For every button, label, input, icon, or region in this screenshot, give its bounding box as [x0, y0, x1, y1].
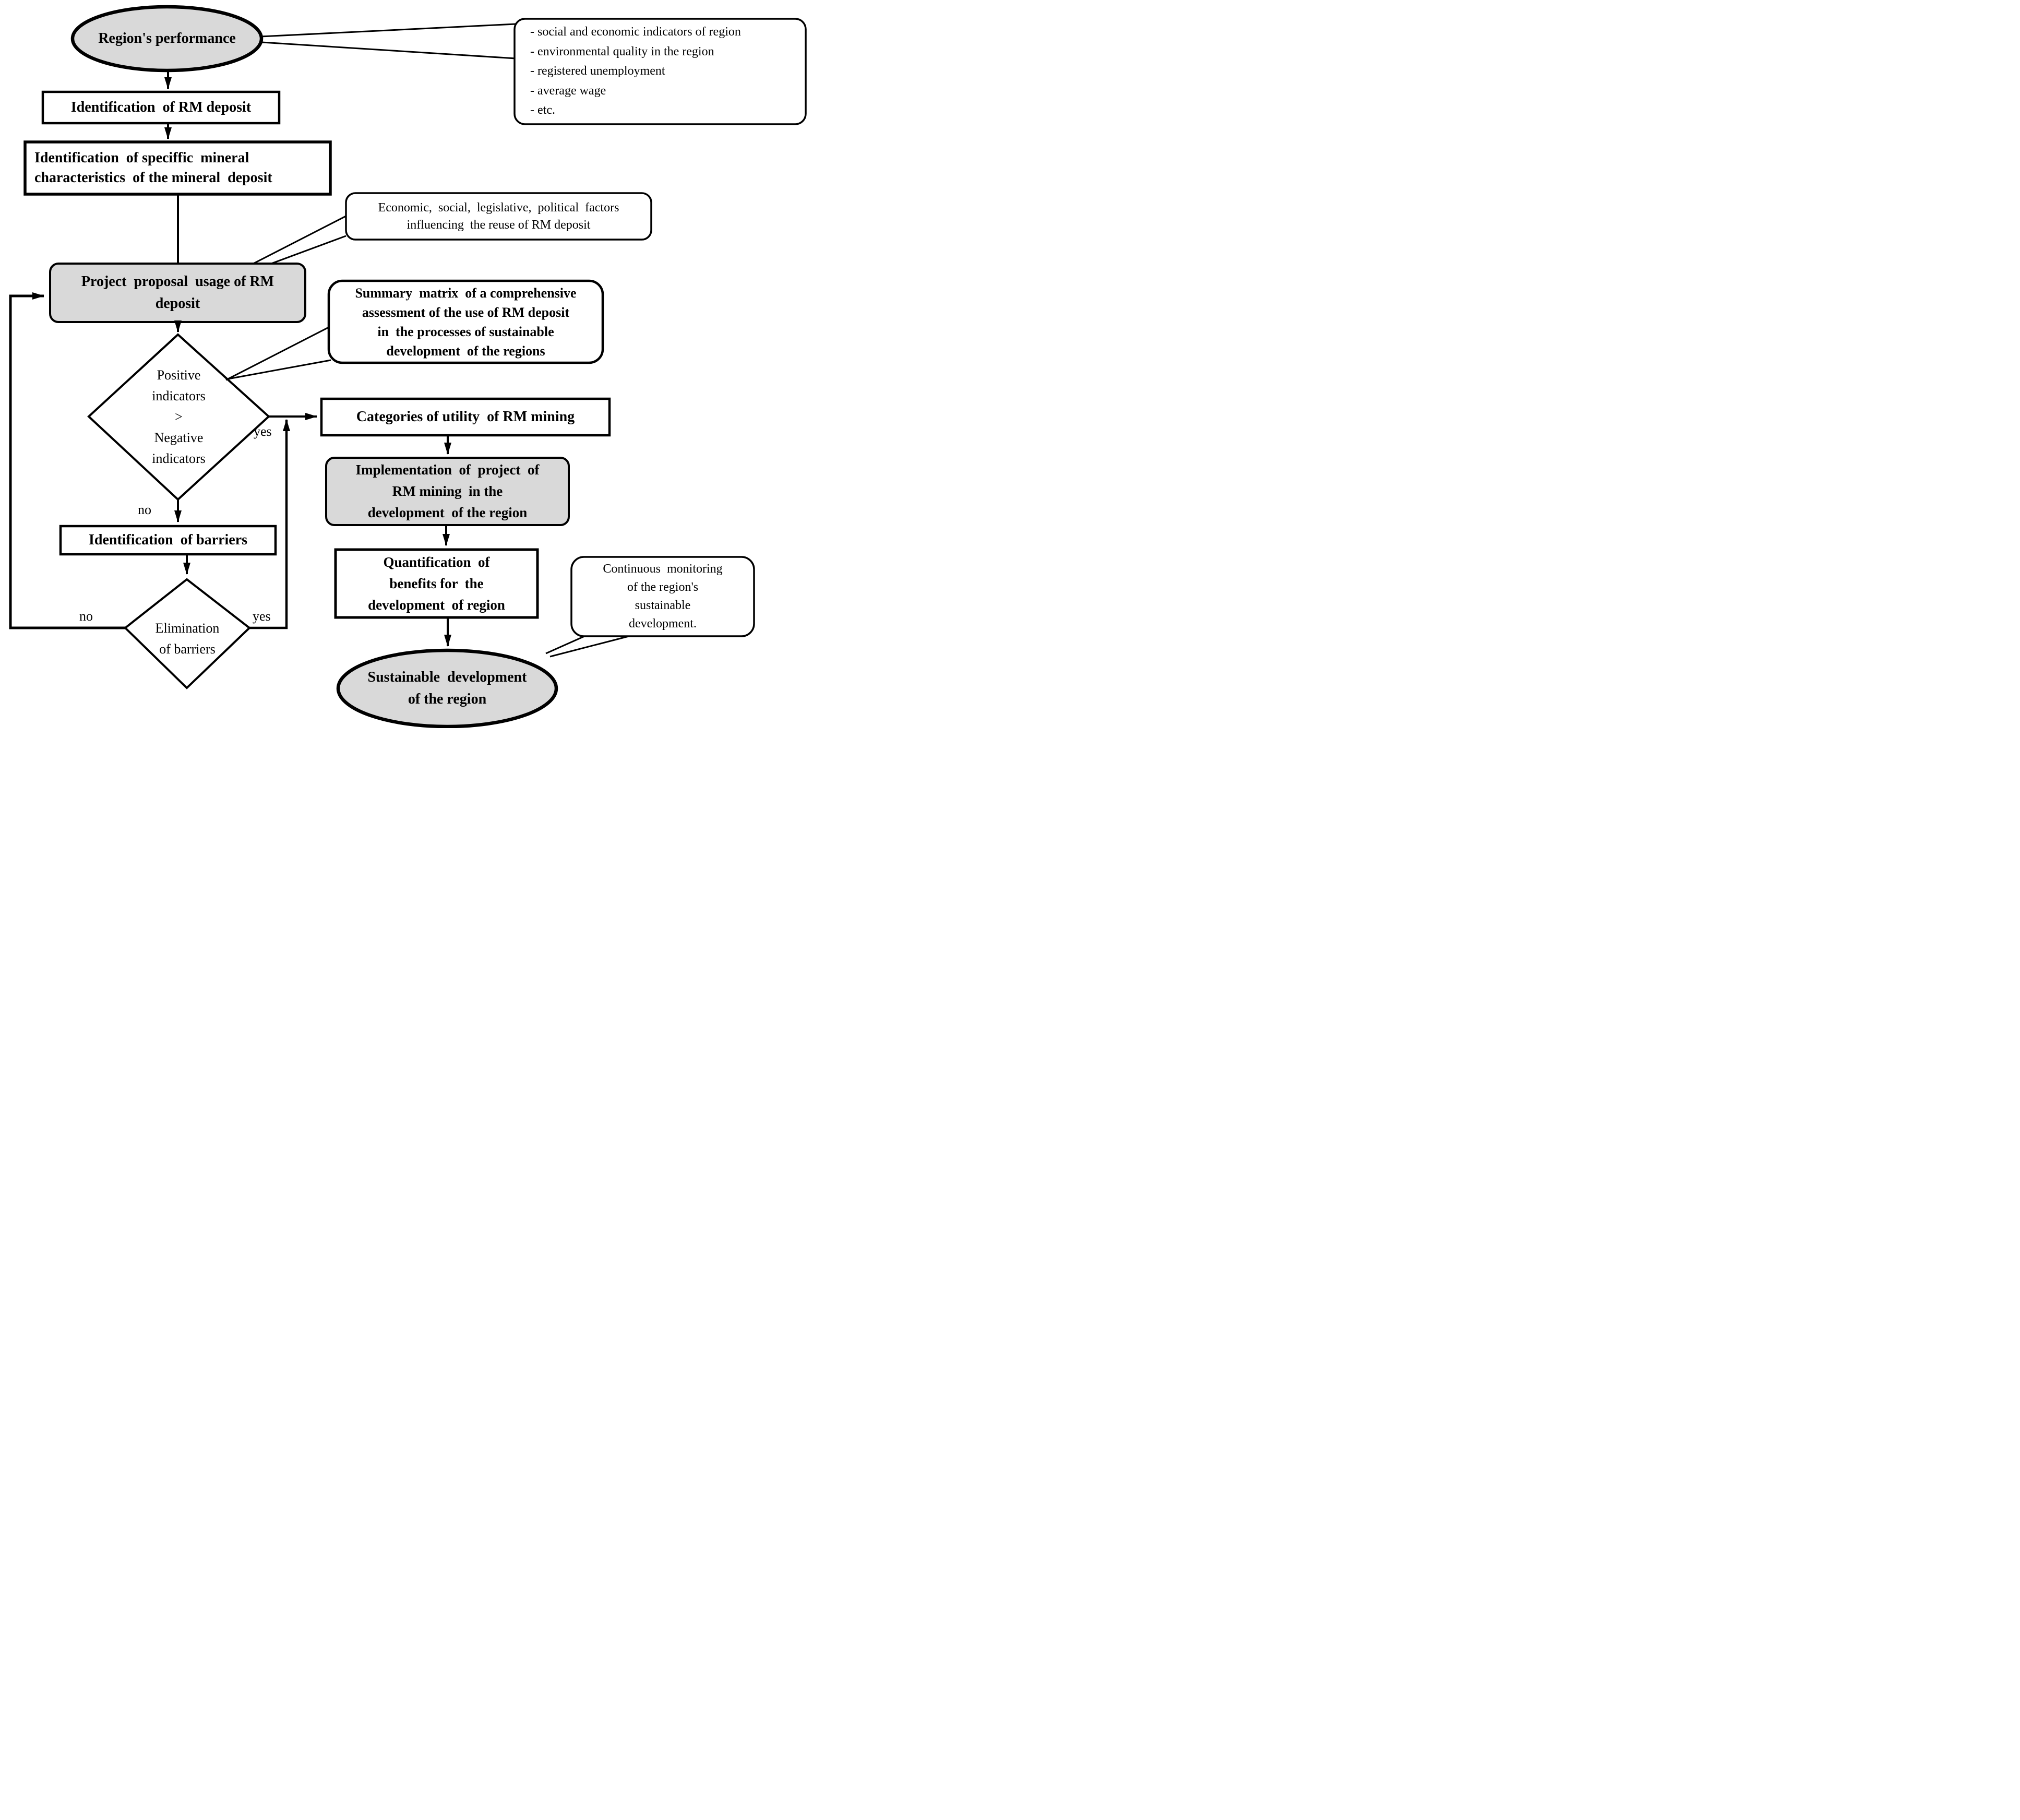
- node-implementation-project: [325, 457, 570, 526]
- callout-tail-monitoring-left: [545, 635, 585, 655]
- identification-characteristics-label: Identification of speciffic mineral char…: [34, 150, 272, 186]
- node-categories-utility: [320, 397, 611, 437]
- list-item: - social and economic indicators of regi…: [530, 25, 741, 39]
- economic-factors-label: Economic, social, legislative, political…: [378, 200, 619, 232]
- callout-tail-region-indicators-bottom: [261, 41, 516, 60]
- label-decision-no: no: [138, 502, 151, 517]
- node-elimination-barriers: [123, 578, 252, 689]
- node-summary-matrix: [327, 279, 604, 364]
- categories-utility-label: Categories of utility of RM mining: [356, 409, 575, 425]
- list-item: - average wage: [530, 84, 606, 98]
- edge-elimination-no-loop: [9, 292, 125, 629]
- label-elimination-no: no: [79, 609, 93, 624]
- identification-barriers-label: Identification of barriers: [88, 532, 248, 548]
- indicators-decision-label: Positive indicators > Negative indicator…: [152, 367, 206, 466]
- callout-tail-monitoring-right: [549, 635, 629, 658]
- callout-tail-region-indicators-top: [260, 23, 516, 38]
- node-sustainable-development: [336, 648, 558, 728]
- identification-rm-deposit-label: Identification of RM deposit: [70, 99, 252, 115]
- flowchart-canvas: Region's performance - social and econom…: [0, 0, 808, 728]
- edge-elimination-yes-up: [249, 419, 290, 629]
- project-proposal-label: Project proposal usage of RM deposit: [81, 273, 274, 312]
- region-performance-label: Region's performance: [98, 30, 236, 46]
- node-identification-barriers: [59, 525, 277, 556]
- callout-tail-summary-bottom: [228, 359, 331, 380]
- region-indicators-list: - social and economic indicators of regi…: [530, 23, 802, 120]
- implementation-project-label: Implementation of project of RM mining i…: [355, 462, 540, 520]
- continuous-monitoring-label: Continuous monitoring of the region's su…: [603, 562, 723, 631]
- list-item: - environmental quality in the region: [530, 44, 714, 58]
- node-economic-factors: [345, 192, 652, 241]
- elimination-barriers-label: Elimination of barriers: [155, 621, 220, 657]
- quantification-benefits-label: Quantification of benefits for the devel…: [368, 554, 505, 613]
- summary-matrix-label: Summary matrix of a comprehensive assess…: [355, 285, 577, 359]
- node-region-indicators: [513, 18, 807, 125]
- label-elimination-yes: yes: [253, 609, 271, 624]
- node-quantification-benefits: [334, 548, 539, 619]
- label-decision-yes: yes: [254, 424, 272, 439]
- callout-tail-summary-top: [225, 326, 329, 381]
- node-identification-rm-deposit: [41, 90, 281, 125]
- node-identification-characteristics: [23, 140, 332, 196]
- sustainable-development-label: Sustainable development of the region: [367, 669, 527, 707]
- list-item: - registered unemployment: [530, 64, 665, 78]
- diagram-wires: [9, 5, 807, 728]
- list-item: - etc.: [530, 103, 555, 117]
- node-continuous-monitoring: [570, 556, 755, 637]
